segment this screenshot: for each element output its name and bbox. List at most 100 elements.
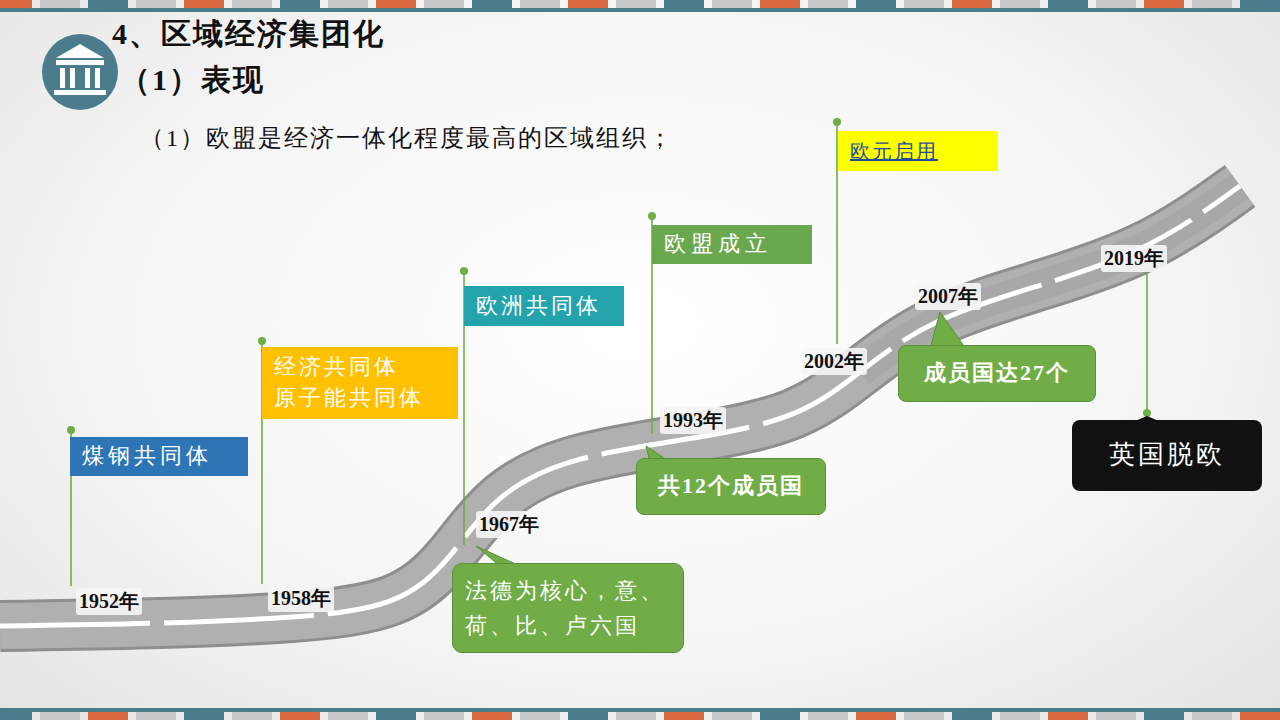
decoration-shape	[1146, 272, 1148, 413]
decoration-shape	[232, 712, 272, 720]
decoration-shape	[258, 337, 266, 345]
node-text: 成员国达27个	[924, 358, 1070, 389]
decoration-shape	[184, 712, 224, 720]
decoration-shape	[664, 0, 704, 8]
decoration-shape	[760, 0, 800, 8]
decoration-shape	[460, 267, 468, 275]
decoration-shape	[520, 712, 560, 720]
decoration-shape	[42, 34, 118, 110]
decoration-shape	[0, 186, 1240, 626]
decoration-shape	[0, 186, 1240, 626]
callout-box: 英国脱欧	[1072, 420, 1262, 491]
node-text: 欧元启用	[850, 137, 938, 165]
building-icon	[42, 34, 118, 110]
decoration-shape	[1144, 712, 1184, 720]
decoration-shape	[760, 712, 800, 720]
callout-box: 成员国达27个	[898, 345, 1096, 402]
decoration-shape	[0, 186, 1240, 626]
flag-box: 欧元启用	[838, 131, 998, 171]
decoration-shape	[280, 0, 320, 8]
decoration-shape	[616, 0, 656, 8]
year-label: 1952年	[76, 588, 142, 615]
decoration-shape	[0, 712, 32, 720]
node-text: 欧盟成立	[664, 229, 772, 260]
decoration-shape	[280, 712, 320, 720]
decoration-shape	[376, 712, 416, 720]
decoration-shape	[856, 712, 896, 720]
node-text: 经济共同体	[274, 352, 399, 383]
decoration-shape	[648, 212, 656, 220]
decoration-shape	[568, 0, 608, 8]
decoration-shape	[1000, 712, 1040, 720]
decoration-shape	[67, 426, 75, 434]
decoration-shape	[56, 60, 104, 65]
decoration-shape	[328, 712, 368, 720]
decoration-shape	[95, 68, 100, 88]
node-text: 法德为核心，意、荷、比、卢六国	[465, 573, 671, 643]
decoration-shape	[184, 0, 224, 8]
year-label: 1993年	[660, 407, 726, 434]
decoration-shape	[40, 712, 80, 720]
decoration-shape	[60, 68, 65, 88]
decoration-shape	[472, 712, 512, 720]
decoration-shape	[904, 0, 944, 8]
decoration-shape	[1144, 0, 1184, 8]
decoration-shape	[808, 712, 848, 720]
decoration-shape	[930, 312, 966, 349]
decoration-shape	[712, 0, 752, 8]
node-text: 英国脱欧	[1109, 437, 1225, 473]
node-text: 煤钢共同体	[82, 441, 212, 472]
decoration-shape	[424, 0, 464, 8]
decoration-shape	[1240, 712, 1280, 720]
callout-tails	[476, 312, 1166, 566]
decoration-shape	[328, 0, 368, 8]
decoration-shape	[520, 0, 560, 8]
callout-box: 法德为核心，意、荷、比、卢六国	[452, 563, 684, 653]
decoration-shape	[56, 44, 104, 58]
flag-box: 欧盟成立	[652, 225, 812, 264]
decoration-shape	[88, 0, 128, 8]
decoration-shape	[856, 0, 896, 8]
callout-box: 共12个成员国	[636, 458, 826, 515]
decoration-shape	[1096, 712, 1136, 720]
decoration-shape	[1192, 0, 1232, 8]
year-label: 2007年	[915, 283, 981, 310]
decoration-shape	[616, 712, 656, 720]
decoration-shape	[0, 0, 32, 8]
node-text: 共12个成员国	[658, 471, 804, 502]
decoration-shape	[952, 0, 992, 8]
section-heading: （1）表现	[120, 60, 265, 101]
year-label: 1958年	[268, 585, 334, 612]
decoration-shape	[424, 712, 464, 720]
road-illustration	[0, 186, 1240, 626]
decoration-shape	[40, 0, 80, 8]
flag-box: 欧洲共同体	[464, 286, 624, 326]
node-text: 原子能共同体	[274, 383, 424, 414]
year-label: 2002年	[801, 348, 867, 375]
decoration-shape	[712, 712, 752, 720]
decoration-shape	[232, 0, 272, 8]
slide-title: 4、区域经济集团化	[112, 14, 385, 55]
decoration-shape	[833, 118, 841, 126]
decoration-shape	[952, 712, 992, 720]
year-label: 1967年	[476, 511, 542, 538]
decoration-shape	[54, 90, 106, 95]
decoration-shape	[0, 8, 1280, 12]
decoration-shape	[1000, 0, 1040, 8]
decoration-shape	[1048, 712, 1088, 720]
decoration-shape	[472, 0, 512, 8]
decoration-shape	[376, 0, 416, 8]
decoration-shape	[808, 0, 848, 8]
decoration-shape	[88, 712, 128, 720]
node-text: 欧洲共同体	[476, 291, 601, 322]
flag-poles	[67, 118, 1151, 586]
decoration-shape	[568, 712, 608, 720]
decoration-shape	[1096, 0, 1136, 8]
decoration-shape	[664, 712, 704, 720]
decoration-shape	[0, 708, 1280, 712]
decoration-shape	[1192, 712, 1232, 720]
decoration-shape	[85, 68, 90, 88]
year-label: 2019年	[1101, 245, 1167, 272]
decoration-shape	[70, 68, 75, 88]
